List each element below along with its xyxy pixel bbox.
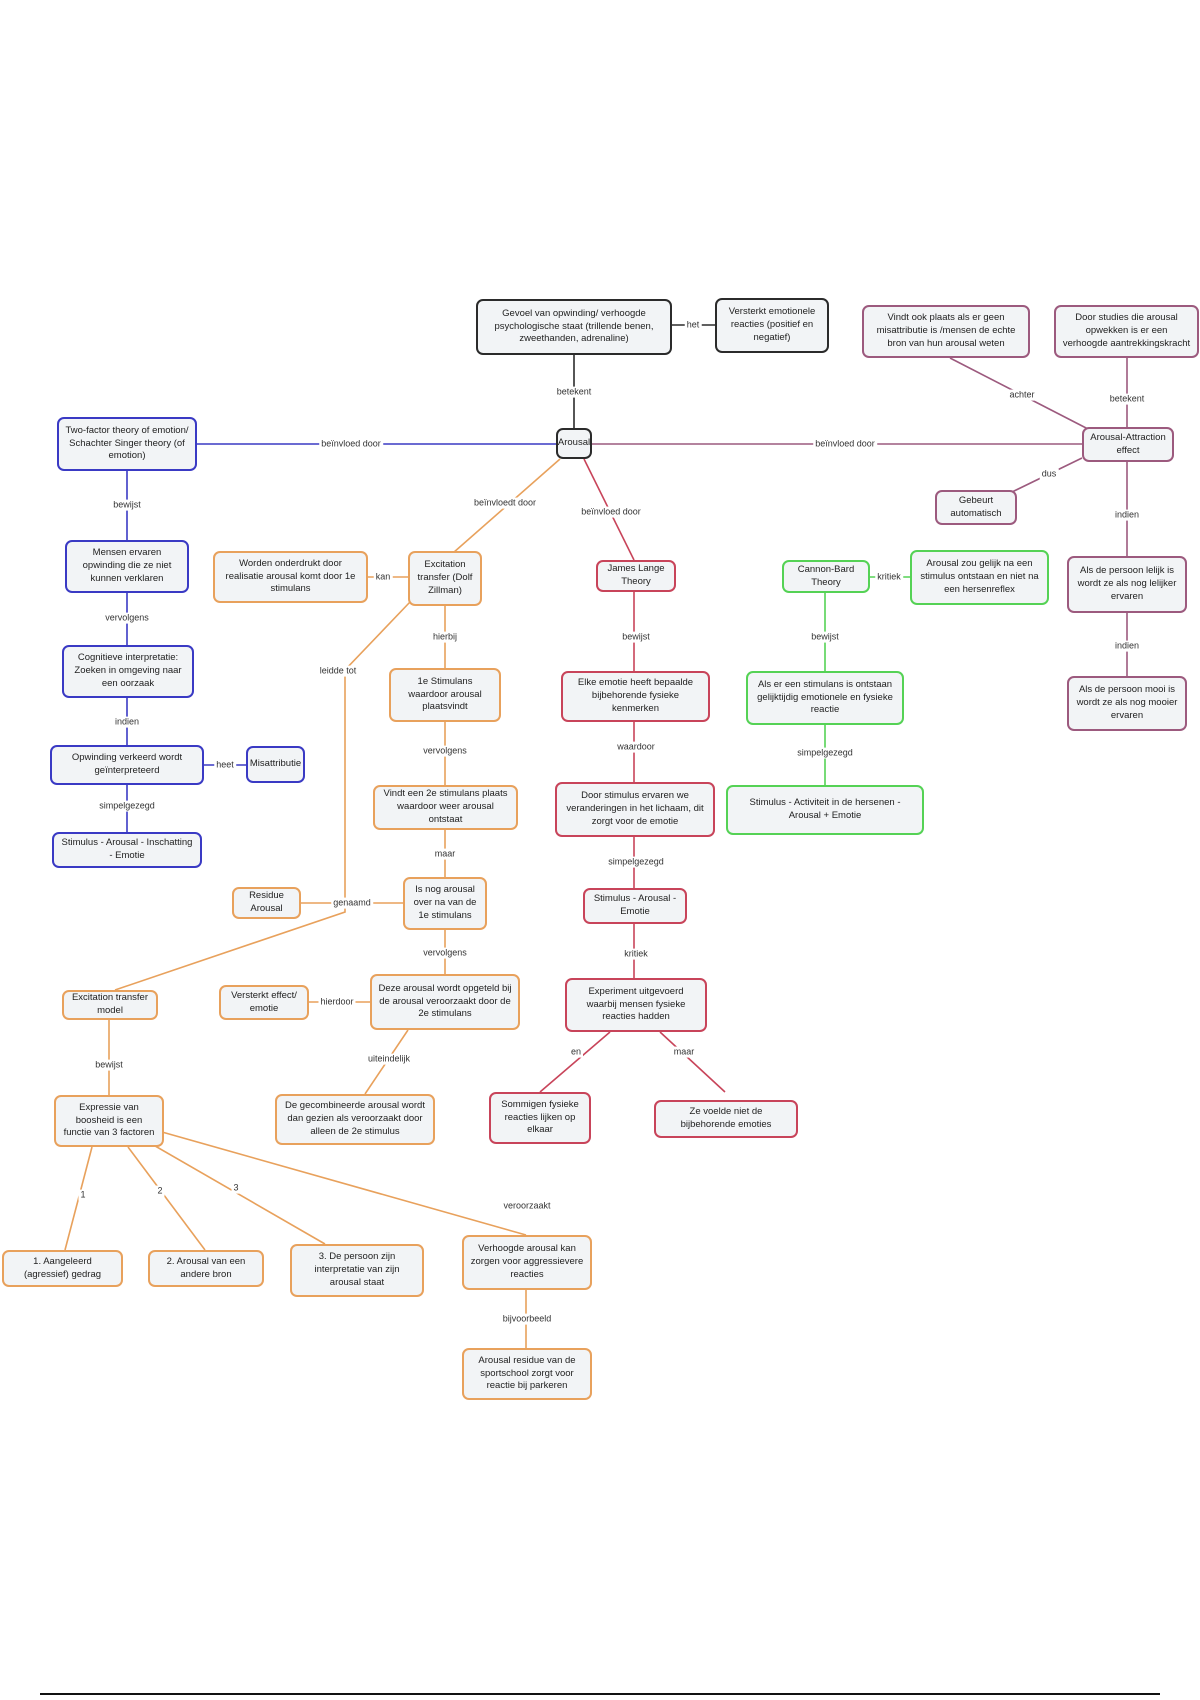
edge-label-indien-2: indien	[1112, 640, 1142, 652]
node-mooi: Als de persoon mooi is wordt ze als nog …	[1067, 676, 1187, 731]
node-stim-red: Stimulus - Arousal - Emotie	[583, 888, 687, 924]
edge-label-achter: achter	[1007, 389, 1037, 401]
edge-label-beinvloed-door-right: beïnvloed door	[813, 438, 877, 450]
node-als-stimulans: Als er een stimulans is ontstaan gelijkt…	[746, 671, 904, 725]
node-door-studies: Door studies die arousal opwekken is er …	[1054, 305, 1199, 358]
node-gecombineerde: De gecombineerde arousal wordt dan gezie…	[275, 1094, 435, 1145]
node-stim-blue: Stimulus - Arousal - Inschatting - Emoti…	[52, 832, 202, 868]
edge-expressie-f3	[149, 1142, 326, 1245]
edge-label-kritiek-red: kritiek	[622, 948, 650, 960]
edge-expressie-verhoogde	[161, 1131, 527, 1236]
edge-label-hierdoor: hierdoor	[318, 996, 356, 1008]
edge-label-leidde-tot: leidde tot	[317, 665, 359, 677]
edge-label-hierbij: hierbij	[430, 631, 460, 643]
edge-excitation-model	[114, 601, 411, 991]
edge-experiment-sommigen	[539, 1031, 611, 1093]
node-cognitieve: Cognitieve interpretatie: Zoeken in omge…	[62, 645, 194, 698]
node-opgeteld: Deze arousal wordt opgeteld bij de arous…	[370, 974, 520, 1030]
node-excitation-model: Excitation transfer model	[62, 990, 158, 1020]
edge-label-simpelgezegd-blue: simpelgezegd	[97, 800, 157, 812]
footer-divider	[40, 1693, 1160, 1695]
node-eerste-stimulans: 1e Stimulans waardoor arousal plaatsvind…	[389, 668, 501, 722]
node-versterkt-emoties: Versterkt emotionele reacties (positief …	[715, 298, 829, 353]
edge-label-simpelgezegd-green: simpelgezegd	[795, 747, 855, 759]
edge-label-2: 2	[155, 1185, 165, 1197]
node-gevoel: Gevoel van opwinding/ verhoogde psycholo…	[476, 299, 672, 355]
node-opwinding-verkeerd: Opwinding verkeerd wordt geïnterpreteerd	[50, 745, 204, 785]
node-two-factor: Two-factor theory of emotion/ Schachter …	[57, 417, 197, 471]
node-residu: Residue Arousal	[232, 887, 301, 919]
node-excitation-transfer: Excitation transfer (Dolf Zillman)	[408, 551, 482, 606]
edge-label-kan: kan	[373, 571, 393, 583]
edge-label-betekent: betekent	[554, 386, 594, 398]
node-worden-onderdrukt: Worden onderdrukt door realisatie arousa…	[213, 551, 368, 603]
node-gebeurt: Gebeurt automatisch	[935, 490, 1017, 525]
node-factor-2: 2. Arousal van een andere bron	[148, 1250, 264, 1287]
edge-label-bewijst-orange: bewijst	[93, 1059, 125, 1071]
node-experiment: Experiment uitgevoerd waarbij mensen fys…	[565, 978, 707, 1032]
edge-label-bewijst-blue: bewijst	[111, 499, 143, 511]
node-sommigen: Sommigen fysieke reacties lijken op elka…	[489, 1092, 591, 1144]
edge-expressie-f2	[127, 1146, 206, 1251]
edge-label-maar-red: maar	[671, 1046, 697, 1058]
edge-label-veroorzaakt: veroorzaakt	[501, 1200, 553, 1212]
edge-label-beinvloed-door-james: beïnvloed door	[579, 506, 643, 518]
node-stim-green: Stimulus - Activiteit in de hersenen - A…	[726, 785, 924, 835]
edge-label-indien-blue: indien	[112, 716, 142, 728]
edge-label-vervolgens-o2: vervolgens	[421, 947, 469, 959]
node-factor-3: 3. De persoon zijn interpretatie van zij…	[290, 1244, 424, 1297]
node-arousal-gelijk: Arousal zou gelijk na een stimulus ontst…	[910, 550, 1049, 605]
node-versterkt-effect: Versterkt effect/ emotie	[219, 985, 309, 1020]
node-elke-emotie: Elke emotie heeft bepaalde bijbehorende …	[561, 671, 710, 722]
edge-label-dus: dus	[1039, 468, 1059, 480]
edge-label-het: het	[684, 319, 702, 331]
node-arousal: Arousal	[556, 428, 592, 459]
edge-label-bijvoorbeeld: bijvoorbeeld	[500, 1313, 554, 1325]
edge-experiment-zevoelde	[659, 1031, 726, 1093]
node-ze-voelde: Ze voelde niet de bijbehorende emoties	[654, 1100, 798, 1138]
node-mensen-ervaren: Mensen ervaren opwinding die ze niet kun…	[65, 540, 189, 593]
node-nog-arousal: Is nog arousal over na van de 1e stimula…	[403, 877, 487, 930]
node-james-lange: James Lange Theory	[596, 560, 676, 592]
node-expressie: Expressie van boosheid is een functie va…	[54, 1095, 164, 1147]
edge-label-beinvloedt-door: beïnvloedt door	[471, 497, 539, 509]
edge-label-waardoor: waardoor	[615, 741, 657, 753]
node-door-stimulus: Door stimulus ervaren we veranderingen i…	[555, 782, 715, 837]
edge-label-kritiek-green: kritiek	[875, 571, 903, 583]
edge-label-bewijst-red: bewijst	[620, 631, 652, 643]
node-misattributie: Misattributie	[246, 746, 305, 783]
edge-label-betekent-2: betekent	[1107, 393, 1147, 405]
edge-arousal-excitation	[444, 458, 561, 561]
node-tweede-stimulans: Vindt een 2e stimulans plaats waardoor w…	[373, 785, 518, 830]
edge-label-indien-1: indien	[1112, 509, 1142, 521]
node-attraction-effect: Arousal-Attraction effect	[1082, 427, 1174, 462]
edge-label-vervolgens-o1: vervolgens	[421, 745, 469, 757]
edge-label-3: 3	[231, 1182, 241, 1194]
edge-label-1: 1	[78, 1189, 88, 1201]
node-verhoogde: Verhoogde arousal kan zorgen voor aggres…	[462, 1235, 592, 1290]
node-vindt-ook: Vindt ook plaats als er geen misattribut…	[862, 305, 1030, 358]
edge-label-bewijst-green: bewijst	[809, 631, 841, 643]
node-sportschool: Arousal residue van de sportschool zorgt…	[462, 1348, 592, 1400]
edge-label-simpelgezegd-red: simpelgezegd	[606, 856, 666, 868]
edge-label-en: en	[568, 1046, 584, 1058]
edge-label-uiteindelijk: uiteindelijk	[365, 1053, 413, 1065]
edge-label-beinvloed-door-left: beïnvloed door	[319, 438, 383, 450]
edge-label-genaamd: genaamd	[331, 897, 373, 909]
node-lelijk: Als de persoon lelijk is wordt ze als no…	[1067, 556, 1187, 613]
edge-label-heet: heet	[214, 759, 236, 771]
node-cannon-bard: Cannon-Bard Theory	[782, 560, 870, 593]
node-factor-1: 1. Aangeleerd (agressief) gedrag	[2, 1250, 123, 1287]
edge-label-maar: maar	[432, 848, 458, 860]
edge-label-vervolgens-blue: vervolgens	[103, 612, 151, 624]
